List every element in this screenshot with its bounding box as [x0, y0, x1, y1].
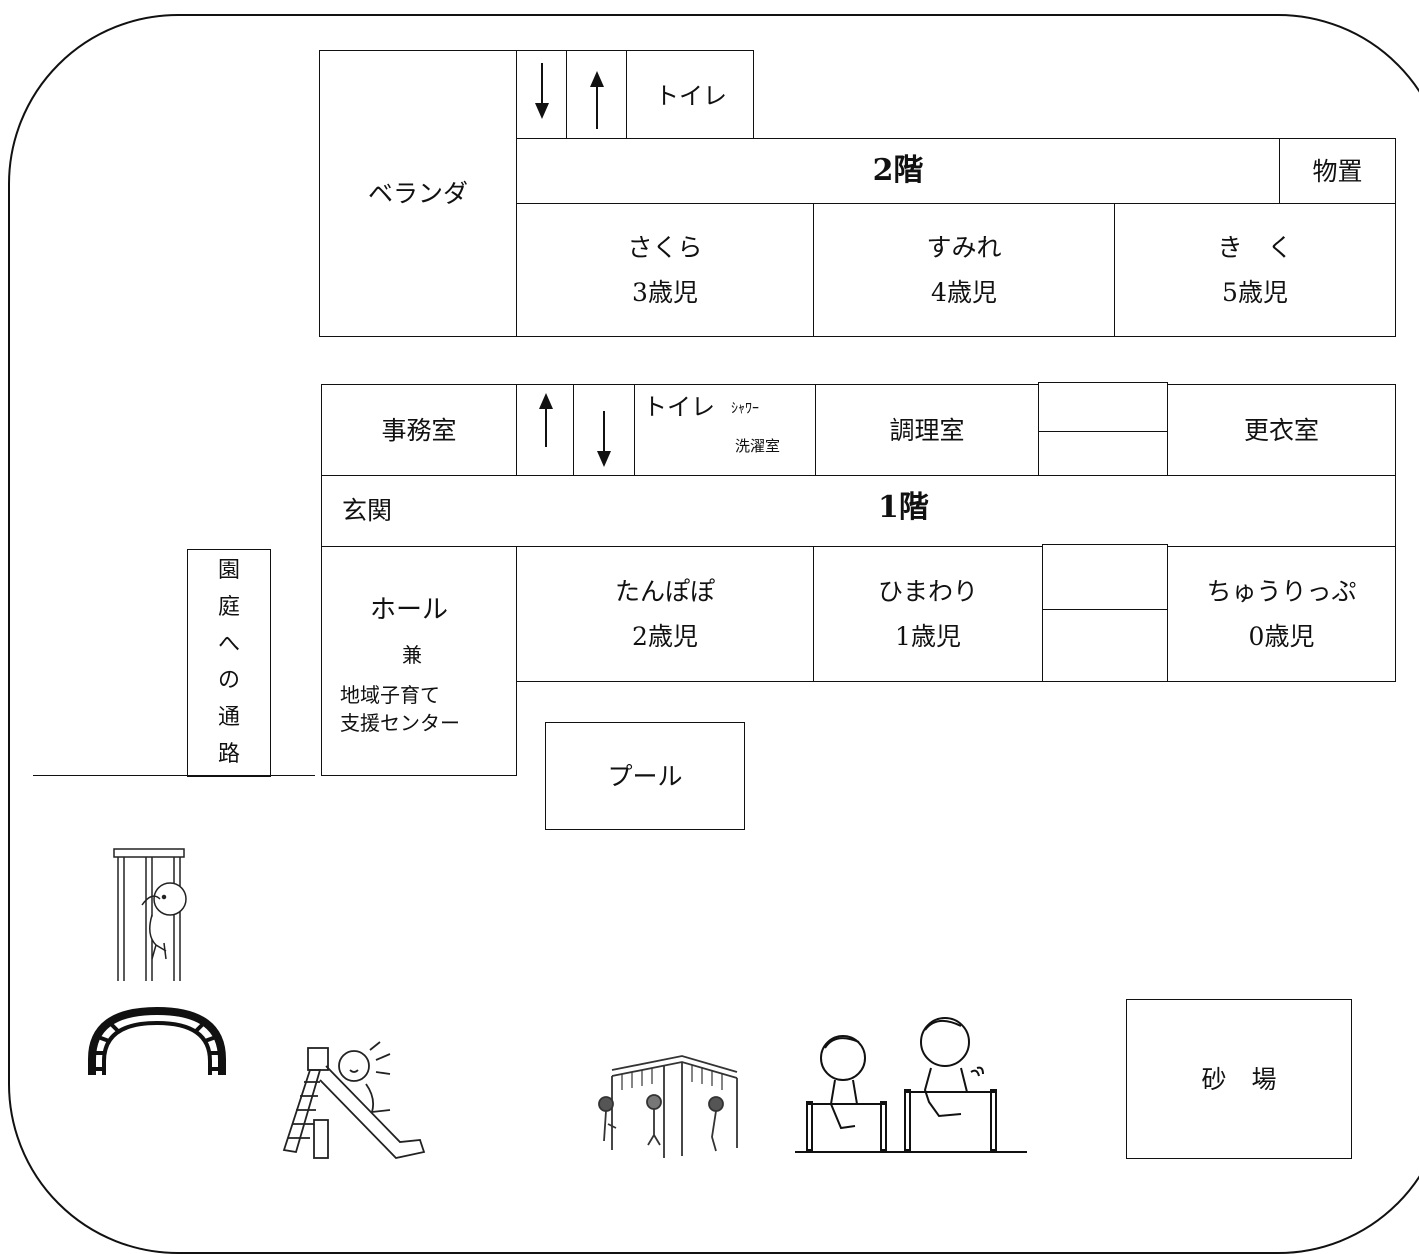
- arrow-up-icon: [539, 393, 553, 447]
- boundary-line: [33, 775, 315, 776]
- arrow-down-icon: [597, 411, 611, 467]
- changing-room-label: 更衣室: [1243, 415, 1319, 445]
- toilet-shower-laundry: トイレ ｼｬﾜｰ 洗濯室: [634, 384, 816, 476]
- hall-line1: 地域子育て: [340, 683, 440, 707]
- slide-icon: [282, 1041, 426, 1159]
- climbing-pole-icon: [113, 848, 187, 981]
- arrow-up-icon: [590, 71, 604, 129]
- path-to-yard: 園 庭 へ の 通 路: [187, 549, 271, 777]
- storage: 物置: [1279, 138, 1396, 204]
- path-char: 園: [217, 558, 240, 583]
- room-name: さくら: [627, 233, 703, 262]
- toilet-1f-label: トイレ: [643, 393, 715, 421]
- office-label: 事務室: [381, 415, 457, 445]
- laundry-label: 洗濯室: [735, 437, 781, 455]
- toilet-2f: トイレ: [626, 50, 754, 139]
- floor2-corridor: 2階: [516, 138, 1280, 204]
- room-kiku: き く 5歳児: [1114, 203, 1396, 337]
- room-age: 0歳児: [1248, 622, 1315, 651]
- room-name: すみれ: [926, 233, 1002, 262]
- kitchen: 調理室: [815, 384, 1039, 476]
- small-room-b: [1042, 609, 1168, 682]
- path-char: へ: [217, 631, 240, 657]
- room-name: ひまわり: [877, 577, 978, 606]
- room-age: 5歳児: [1222, 278, 1288, 307]
- room-age: 4歳児: [931, 278, 997, 307]
- sandbox: 砂 場: [1126, 999, 1352, 1159]
- sandbox-label: 砂 場: [1201, 1064, 1277, 1094]
- office: 事務室: [321, 384, 517, 476]
- floor2-title: 2階: [872, 153, 924, 188]
- room-tanpopo: たんぽぽ 2歳児: [516, 546, 814, 682]
- stair-down-1f: [573, 384, 635, 476]
- hall-label: ホール: [370, 595, 449, 625]
- hall-line2: 支援センター: [340, 711, 460, 735]
- room-himawari: ひまわり 1歳児: [813, 546, 1043, 682]
- arrow-down-icon: [535, 63, 549, 119]
- veranda-label: ベランダ: [367, 179, 468, 208]
- stair-down-2f: [516, 50, 567, 139]
- room-tulip: ちゅうりっぷ 0歳児: [1167, 546, 1396, 682]
- stair-up-1f: [516, 384, 574, 476]
- path-char: 通: [217, 705, 240, 731]
- small-room-lower: [1038, 431, 1168, 476]
- changing-room: 更衣室: [1167, 384, 1396, 476]
- pool: プール: [545, 722, 745, 830]
- shower-label: ｼｬﾜｰ: [731, 401, 759, 417]
- room-name: き く: [1217, 233, 1293, 262]
- storage-label: 物置: [1312, 156, 1363, 186]
- room-age: 1歳児: [895, 622, 961, 651]
- path-char: 路: [217, 741, 240, 767]
- floor1-corridor: 玄関 1階: [321, 475, 1396, 547]
- room-age: 3歳児: [632, 278, 698, 307]
- path-char: の: [217, 668, 240, 694]
- room-name: ちゅうりっぷ: [1206, 577, 1357, 606]
- arch-ladder-icon: [88, 1006, 226, 1075]
- iron-bar-icon: [795, 1017, 1027, 1153]
- small-room-upper: [1038, 382, 1168, 432]
- entrance-label: 玄関: [342, 496, 393, 525]
- kitchen-label: 調理室: [889, 415, 965, 445]
- pool-label: プール: [607, 761, 683, 791]
- hall-and-label: 兼: [402, 643, 422, 667]
- room-sakura: さくら 3歳児: [516, 203, 814, 337]
- floor1-title: 1階: [878, 490, 929, 525]
- jungle-gym-icon: [598, 1055, 738, 1158]
- toilet-2f-label: トイレ: [655, 82, 727, 110]
- veranda: ベランダ: [319, 50, 517, 337]
- room-age: 2歳児: [632, 622, 698, 651]
- path-char: 庭: [217, 594, 240, 620]
- small-room-a: [1042, 544, 1168, 610]
- room-name: たんぽぽ: [614, 577, 715, 606]
- stair-up-2f: [566, 50, 627, 139]
- room-sumire: すみれ 4歳児: [813, 203, 1115, 337]
- hall: ホール 兼 地域子育て 支援センター: [321, 546, 517, 776]
